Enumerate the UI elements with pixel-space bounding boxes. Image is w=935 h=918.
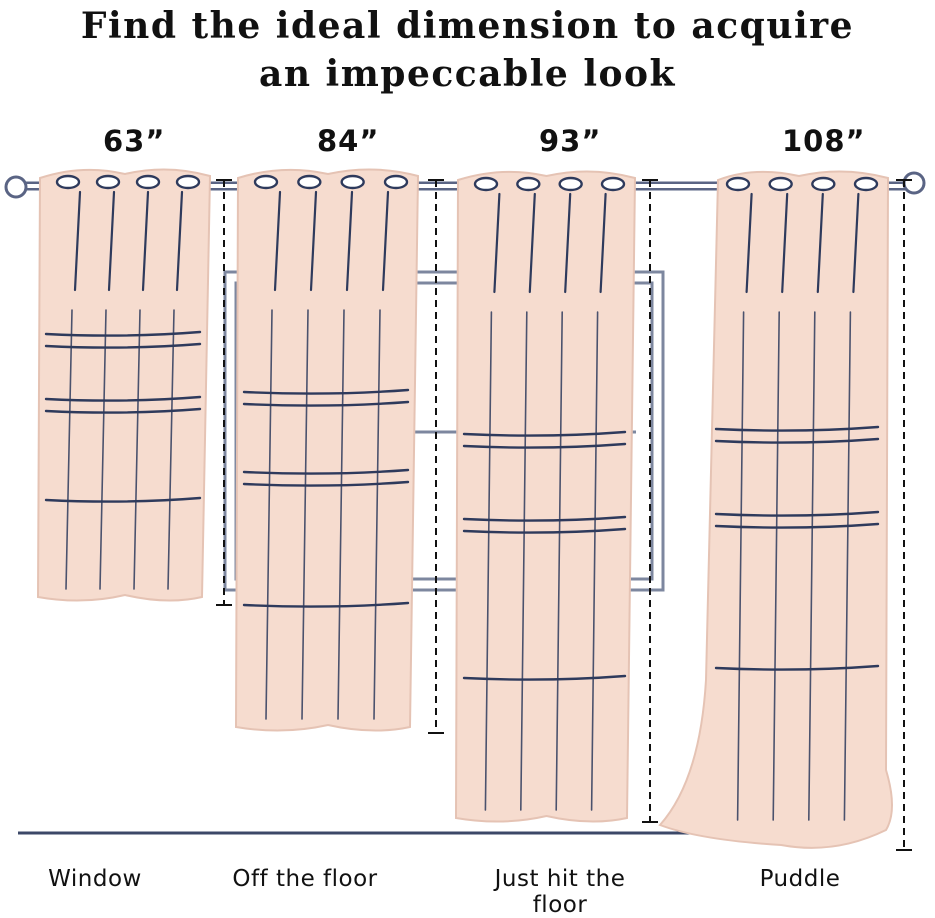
grommet-icon: [811, 176, 836, 192]
rod-finial-left-icon: [4, 175, 28, 199]
fold-line: [337, 309, 345, 720]
caption-off-the-floor: Off the floor: [232, 866, 378, 892]
fold-line: [167, 309, 175, 590]
band-stripe: [44, 496, 202, 503]
fold-line: [843, 311, 852, 821]
grommet-icon: [768, 176, 793, 192]
curtain-fabric: [36, 168, 212, 602]
fold-line: [528, 192, 536, 294]
fold-line: [99, 309, 107, 590]
curtain-fabric: [454, 170, 637, 823]
fold-line: [816, 192, 824, 294]
fold-line: [273, 190, 282, 292]
curtain-fabric: [658, 170, 893, 849]
grommet-icon: [135, 174, 161, 190]
title-line-2: an impeccable look: [259, 53, 676, 95]
caption-puddle: Puddle: [759, 866, 841, 892]
fold-line: [745, 192, 753, 294]
fold-line: [807, 311, 816, 821]
band-stripe: [44, 330, 202, 337]
fold-line: [852, 192, 860, 294]
curtain-panel: [36, 168, 212, 602]
fold-line: [133, 309, 141, 590]
band-stripe: [44, 395, 202, 402]
curtain-fabric: [234, 168, 420, 732]
curtain-panel: [234, 168, 420, 732]
fold-line: [373, 309, 381, 720]
fold-line: [555, 311, 564, 811]
fold-line: [564, 192, 572, 294]
fold-line: [107, 190, 116, 292]
band-stripe: [714, 522, 880, 529]
fold-line: [65, 309, 73, 590]
band-stripe: [44, 407, 202, 414]
band-stripe: [462, 430, 627, 437]
grommet-icon: [297, 174, 322, 190]
fold-line: [141, 190, 150, 292]
fold-line: [381, 190, 390, 292]
band-stripe: [242, 468, 410, 475]
length-label-63: 63”: [103, 124, 166, 158]
band-stripe: [462, 527, 627, 534]
grommet-icon: [95, 174, 121, 190]
dimension-line: [642, 179, 658, 823]
title-line-1: Find the ideal dimension to acquire: [80, 5, 855, 47]
band-stripe: [44, 342, 202, 349]
grommet-icon: [383, 174, 409, 190]
band-stripe: [714, 437, 880, 444]
grommet-icon: [516, 176, 541, 192]
grommet-icon: [600, 176, 626, 192]
band-stripe: [242, 480, 410, 487]
fold-line: [345, 190, 354, 292]
grommet-icon: [340, 174, 365, 190]
curtain-panel: [658, 170, 893, 849]
grommet-icon: [175, 174, 201, 190]
fold-line: [265, 309, 273, 720]
fold-line: [309, 190, 318, 292]
fold-line: [772, 311, 781, 821]
band-stripe: [714, 664, 880, 671]
fold-line: [301, 309, 309, 720]
band-stripe: [714, 510, 880, 517]
grommet-icon: [853, 176, 879, 192]
caption-just-hit-the-floor: Just hit the floor: [494, 866, 626, 918]
dimension-line: [216, 179, 232, 606]
length-label-93: 93”: [539, 124, 602, 158]
grommet-icon: [558, 176, 583, 192]
grommet-icon: [725, 176, 751, 192]
band-stripe: [242, 601, 410, 608]
fold-line: [73, 190, 82, 292]
dimension-line: [896, 179, 912, 851]
page-title: Find the ideal dimension to acquire an i…: [0, 2, 935, 98]
band-stripe: [462, 515, 627, 522]
fold-line: [175, 190, 184, 292]
grommet-icon: [473, 176, 499, 192]
band-stripe: [242, 388, 410, 395]
length-label-84: 84”: [317, 124, 380, 158]
fold-line: [519, 311, 528, 811]
grommet-icon: [55, 174, 81, 190]
fold-line: [599, 192, 607, 294]
fold-line: [493, 192, 501, 294]
band-stripe: [242, 400, 410, 407]
fold-line: [781, 192, 789, 294]
curtain-panel: [454, 170, 637, 823]
fold-line: [590, 311, 599, 811]
band-stripe: [462, 442, 627, 449]
rod-finial-right-icon: [902, 171, 926, 195]
length-label-108: 108”: [782, 124, 866, 158]
grommet-icon: [253, 174, 279, 190]
caption-window: Window: [48, 866, 142, 892]
band-stripe: [462, 674, 627, 681]
fold-line: [736, 311, 745, 821]
dimension-line: [428, 179, 444, 734]
band-stripe: [714, 425, 880, 432]
fold-line: [484, 311, 493, 811]
